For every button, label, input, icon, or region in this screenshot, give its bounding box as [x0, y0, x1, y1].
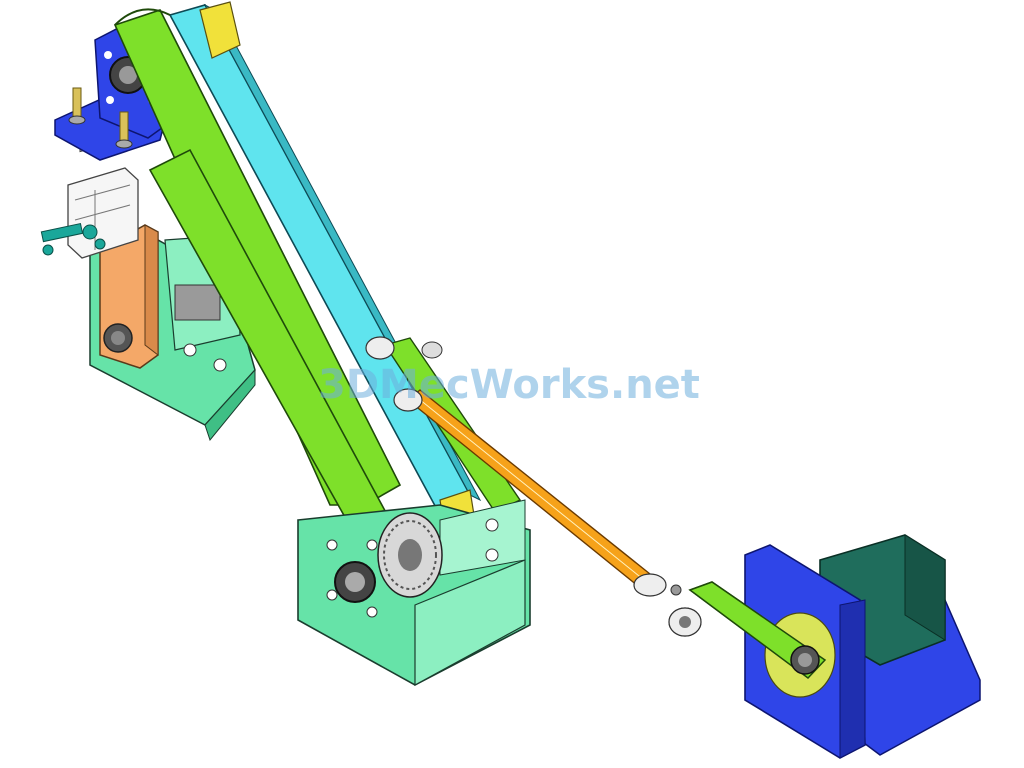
air-fitting-icon	[40, 222, 106, 256]
timing-pulley-icon	[377, 512, 443, 598]
belt-tensioner-bracket	[199, 1, 241, 59]
hex-bolt-icon	[68, 87, 133, 149]
slider-block	[99, 224, 159, 369]
crank-arm-front	[668, 581, 827, 680]
motor-assembly	[744, 534, 981, 759]
lower-support-bracket	[297, 499, 531, 687]
belt-arm	[113, 1, 522, 553]
